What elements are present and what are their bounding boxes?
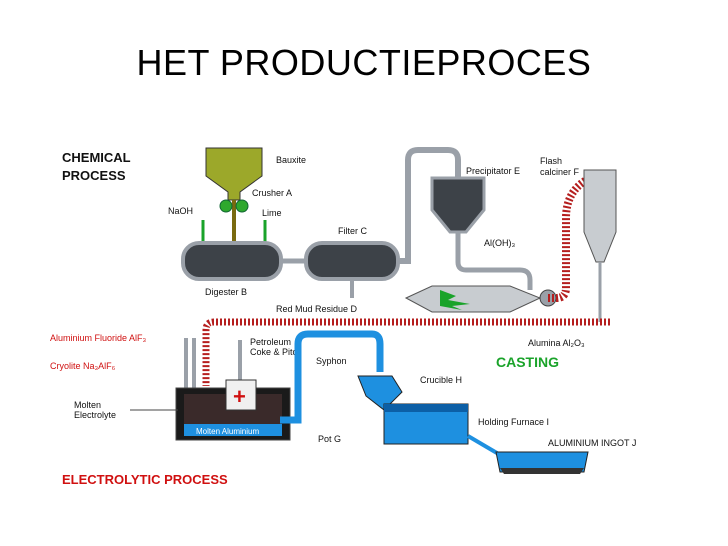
anode [225, 379, 257, 411]
chemical-process-title-2: PROCESS [62, 168, 126, 183]
rotary-kiln [404, 285, 542, 313]
ingot-mould [495, 451, 589, 473]
casting-title: CASTING [496, 354, 559, 370]
calciner-cyclone [583, 169, 617, 263]
anode-plus-icon: + [233, 384, 246, 409]
slide-title: HET PRODUCTIEPROCES [136, 42, 592, 83]
holding-furnace-label: Holding Furnace I [478, 417, 549, 427]
syphon-label: Syphon [316, 356, 347, 366]
petroleum-coke-label-2: Coke & Pitch [250, 347, 302, 357]
aluminium-fluoride-label: Aluminium Fluoride AlF₃ [50, 333, 147, 343]
cryolite-label: Cryolite Na₃AlF₆ [50, 361, 116, 371]
alumina-conveyor [202, 318, 610, 386]
molten-electrolyte-label: Molten [74, 400, 101, 410]
lime-label: Lime [262, 208, 282, 218]
ingot-mould-base [500, 468, 584, 474]
digester-tank [181, 241, 283, 281]
pot-label: Pot G [318, 434, 341, 444]
molten-electrolyte-label-2: Electrolyte [74, 410, 116, 420]
naoh-label: NaOH [168, 206, 193, 216]
kiln-flame [440, 290, 470, 310]
pipe-precipitator-kiln [455, 232, 533, 290]
filter-tank [304, 241, 400, 281]
crusher-gear-left [219, 199, 233, 213]
molten-aluminium-layer [184, 424, 282, 436]
electrolytic-process-title: ELECTROLYTIC PROCESS [62, 472, 228, 487]
precipitator-tank [430, 176, 486, 234]
molten-aluminium-label: Molten Aluminium [196, 427, 259, 436]
crucible-label: Crucible H [420, 375, 462, 385]
calciner-riser [548, 174, 592, 302]
crusher-gear-right [235, 199, 249, 213]
pipe-filter-precipitator [398, 147, 461, 264]
filter-label: Filter C [338, 226, 368, 236]
chemical-process-title: CHEMICAL [62, 150, 131, 165]
petroleum-coke-label: Petroleum [250, 337, 291, 347]
syphon-pipe [280, 330, 384, 424]
ingot-label: ALUMINIUM INGOT J [548, 438, 636, 448]
aloh3-label: Al(OH)₃ [484, 238, 515, 248]
precipitator-label: Precipitator E [466, 166, 520, 176]
crucible [357, 375, 403, 411]
bauxite-label: Bauxite [276, 155, 306, 165]
flash-calciner-label-2: calciner F [540, 167, 580, 177]
holding-furnace-lid [384, 404, 468, 412]
alumina-label: Alumina Al₂O₃ [528, 338, 585, 348]
red-mud-label: Red Mud Residue D [276, 304, 358, 314]
crusher-label: Crusher A [252, 188, 292, 198]
flash-calciner-label: Flash [540, 156, 562, 166]
digester-label: Digester B [205, 287, 247, 297]
